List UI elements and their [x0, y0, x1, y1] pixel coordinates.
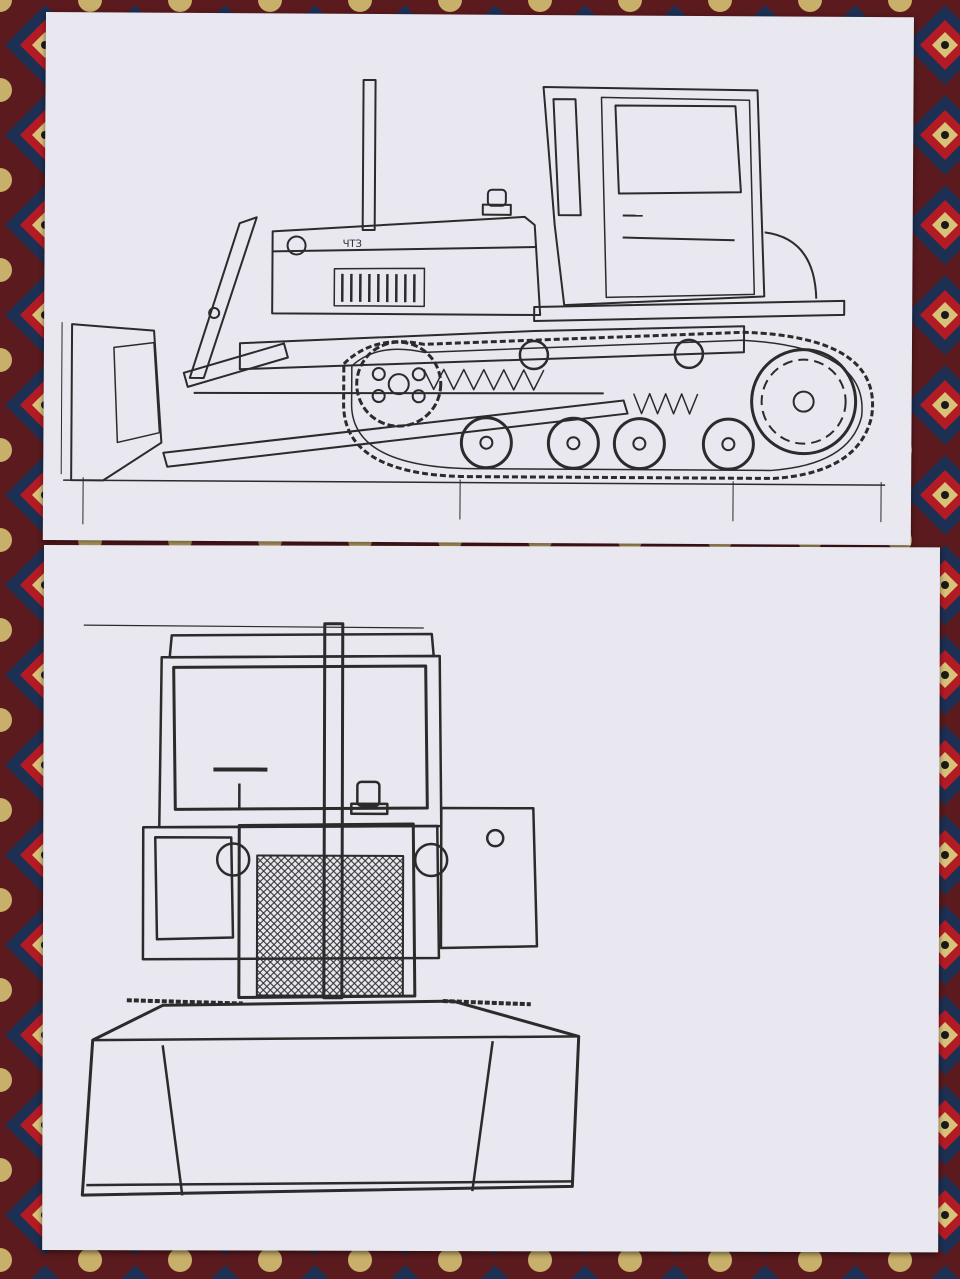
idler-wheel [355, 340, 443, 428]
bulldozer-front-drawing [80, 622, 581, 1197]
left-headlight [215, 842, 251, 877]
exhaust-pipe [322, 622, 345, 1000]
drive-sprocket [750, 348, 858, 456]
bottom-sheet-front-view [42, 545, 940, 1253]
hood-emblem: ЧТЗ [343, 239, 362, 250]
radiator-grille [255, 854, 405, 997]
bulldozer-side-drawing: ЧТЗ [60, 78, 886, 525]
road-wheels [459, 416, 755, 471]
top-sheet-side-view: ЧТЗ [42, 12, 914, 546]
right-headlight [413, 842, 449, 878]
emblem-icon [286, 235, 307, 256]
